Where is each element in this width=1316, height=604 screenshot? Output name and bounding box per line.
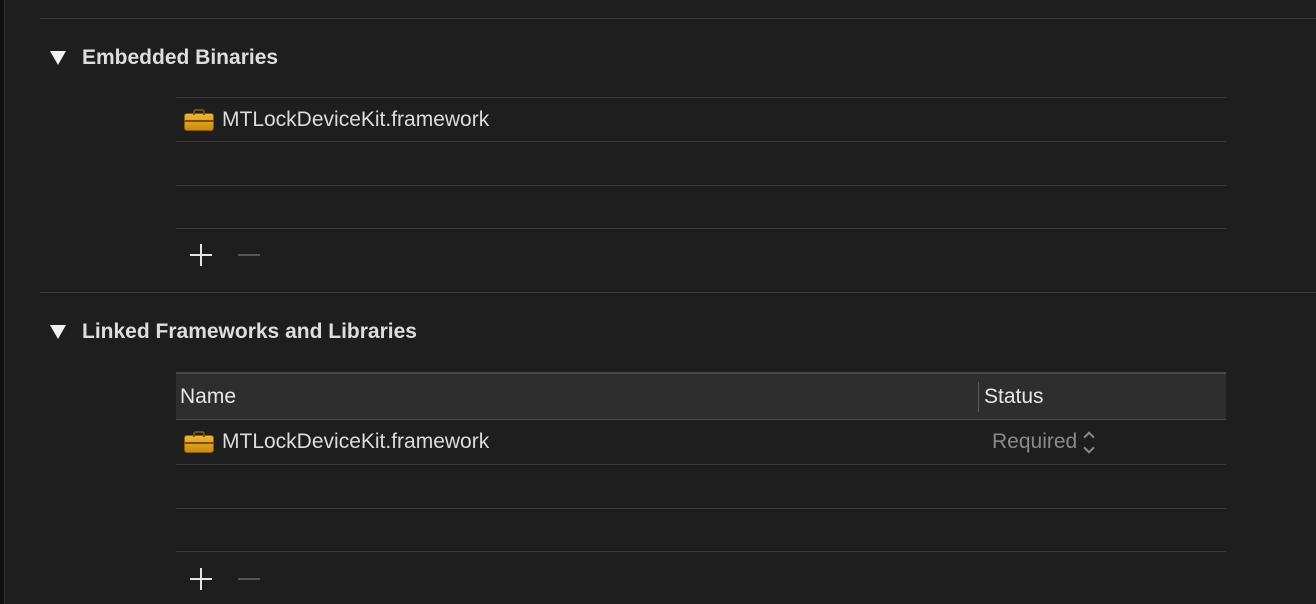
embedded-binaries-toolbar xyxy=(188,242,262,268)
section-title: Linked Frameworks and Libraries xyxy=(82,320,417,343)
remove-minus-icon xyxy=(236,242,262,268)
column-header-status[interactable]: Status xyxy=(984,384,1044,408)
table-row-empty xyxy=(176,141,1226,185)
toolbox-icon xyxy=(184,431,214,453)
table-row-empty xyxy=(176,185,1226,229)
add-plus-icon[interactable] xyxy=(188,242,214,268)
section-divider xyxy=(40,18,1316,19)
framework-name: MTLockDeviceKit.framework xyxy=(222,430,490,453)
framework-name: MTLockDeviceKit.framework xyxy=(222,107,490,131)
toolbox-icon xyxy=(184,108,214,131)
up-down-chevron-icon xyxy=(1083,429,1095,456)
embedded-binaries-table: MTLockDeviceKit.framework xyxy=(176,97,1226,229)
status-value: Required xyxy=(992,430,1078,453)
framework-name-cell: MTLockDeviceKit.framework xyxy=(176,430,489,454)
section-divider xyxy=(40,292,1316,293)
table-header: Name Status xyxy=(176,372,1226,420)
disclosure-triangle-icon[interactable] xyxy=(50,51,66,65)
status-popup-button[interactable]: Required xyxy=(992,429,1095,456)
section-title: Embedded Binaries xyxy=(82,46,279,69)
linked-frameworks-toolbar xyxy=(188,566,262,592)
framework-name-cell: MTLockDeviceKit.framework xyxy=(176,108,489,132)
table-row-empty xyxy=(176,508,1226,552)
remove-minus-icon xyxy=(236,566,262,592)
disclosure-triangle-icon[interactable] xyxy=(50,325,66,339)
table-row[interactable]: MTLockDeviceKit.framework xyxy=(176,97,1226,141)
embedded-binaries-header: Embedded Binaries xyxy=(50,46,278,70)
linked-frameworks-header: Linked Frameworks and Libraries xyxy=(50,320,417,344)
table-row[interactable]: MTLockDeviceKit.framework Required xyxy=(176,420,1226,464)
column-header-name[interactable]: Name xyxy=(180,384,237,408)
column-divider[interactable] xyxy=(978,382,979,412)
window-left-edge xyxy=(0,0,5,604)
add-plus-icon[interactable] xyxy=(188,566,214,592)
linked-frameworks-table: Name Status MTLockDeviceKit.framework Re… xyxy=(176,372,1226,552)
table-row-empty xyxy=(176,464,1226,508)
